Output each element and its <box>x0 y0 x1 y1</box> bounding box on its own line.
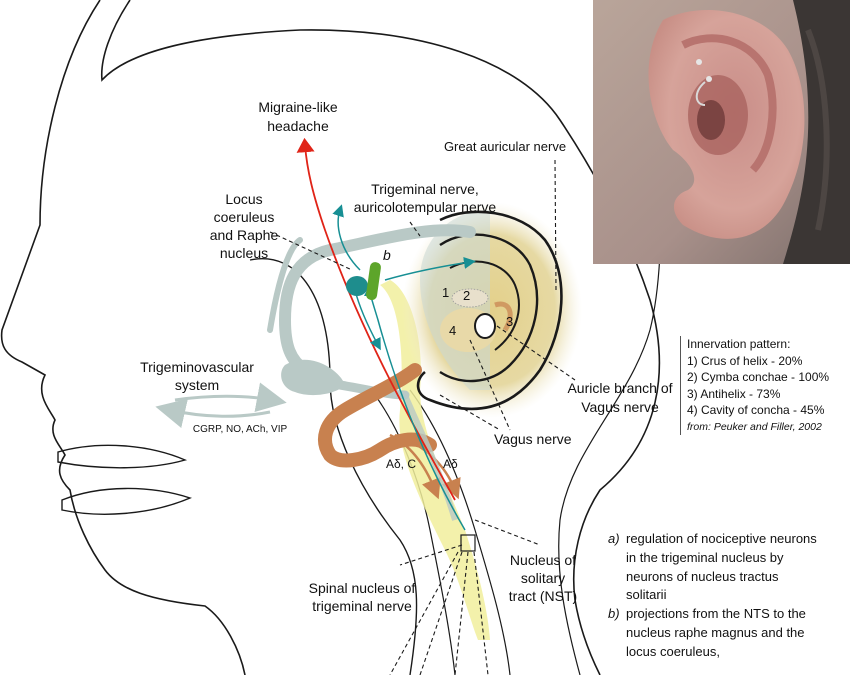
antihelix-region <box>494 301 513 332</box>
note-b-cont: nucleus raphe magnus and the <box>608 624 848 643</box>
brainstem-outline <box>374 394 456 675</box>
ear-photo <box>593 0 850 264</box>
vagus-fiber-arrow-1 <box>389 433 441 500</box>
region-2-label: 2 <box>463 288 470 303</box>
trigeminal-ganglion <box>281 359 345 396</box>
note-a-cont: solitarii <box>608 586 848 605</box>
note-b: b) projections from the NTS to the <box>608 605 848 624</box>
projection-arrow-ear <box>384 256 476 281</box>
migraine-arrow <box>296 137 456 501</box>
legend-item: 4) Cavity of concha - 45% <box>687 403 825 417</box>
note-a-cont: neurons of nucleus tractus <box>608 568 848 587</box>
legend-item: 3) Antihelix - 73% <box>687 386 781 401</box>
trigeminal-label-line1: Trigeminal nerve, <box>371 181 479 197</box>
locus-label-line3: and Raphe <box>210 227 279 243</box>
note-text: neurons of nucleus tractus <box>626 568 779 584</box>
trigeminovascular-label-line1: Trigeminovascular <box>140 359 254 375</box>
raphe-nucleus <box>366 262 381 301</box>
nst-label-line3: tract (NST) <box>509 588 577 604</box>
auricle-branch-label-line1: Auricle branch of <box>567 380 672 396</box>
legend-source: from: Peuker and Filler, 2002 <box>687 420 822 433</box>
ear-canal <box>474 313 496 339</box>
note-text: nucleus raphe magnus and the <box>626 624 805 640</box>
ear-photo-with-piercing-icon <box>593 0 850 264</box>
skull-back-outline <box>100 0 661 675</box>
locus-label-line4: nucleus <box>220 245 268 261</box>
legend-item: 2) Cymba conchae - 100% <box>687 370 830 384</box>
trigeminal-label-line2: auricolotempular nerve <box>354 199 497 215</box>
region-4-label: 4 <box>449 323 456 338</box>
leader-lines <box>269 159 576 675</box>
locus-coeruleus-nucleus <box>346 276 368 296</box>
note-text: locus coeruleus, <box>626 643 720 659</box>
region-3-label: 3 <box>506 314 513 329</box>
note-text: in the trigeminal nucleus by <box>626 549 784 565</box>
upper-lip <box>57 444 188 469</box>
nst-label-line2: solitary <box>521 570 565 586</box>
spinal-nucleus-label-line2: trigeminal nerve <box>312 598 412 614</box>
fiber-adelta-c-label: Aδ, C <box>386 457 416 471</box>
legend-item: 1) Crus of helix - 20% <box>687 353 803 368</box>
spinal-nucleus-label-line1: Spinal nucleus of <box>309 580 416 596</box>
note-text: solitarii <box>626 587 667 603</box>
head-outline <box>0 0 246 675</box>
great-auricular-label: Great auricular nerve <box>444 139 566 154</box>
note-text: regulation of nociceptive neurons <box>626 531 817 546</box>
migraine-label-line2: headache <box>267 118 329 134</box>
ear-helix <box>439 233 539 383</box>
cymba-region <box>451 288 489 308</box>
projection-arrow-loop <box>332 204 361 271</box>
mediators-label: CGRP, NO, ACh, VIP <box>193 424 288 435</box>
locus-label-line1: Locus <box>225 191 262 207</box>
innervation-legend: Innervation pattern: 1) Crus of helix - … <box>680 336 850 435</box>
note-a-cont: in the trigeminal nucleus by <box>608 549 848 568</box>
note-b-cont: locus coeruleus, <box>608 643 848 662</box>
auricle-branch-label-line2: Vagus nerve <box>581 399 659 415</box>
ear-outer <box>416 210 563 411</box>
note-text: projections from the NTS to the <box>626 606 806 622</box>
note-a: a) regulation of nociceptive neurons <box>608 530 848 549</box>
legend-title: Innervation pattern: <box>687 337 791 351</box>
migraine-label-line1: Migraine-like <box>258 99 338 115</box>
lower-lip <box>61 487 192 515</box>
region-1-label: 1 <box>442 285 449 300</box>
nst-label-line1: Nucleus of <box>510 552 576 568</box>
trigeminovascular-arrow-out <box>174 382 287 413</box>
fiber-adelta-label: Aδ <box>443 457 458 471</box>
note-key: a) <box>608 531 620 546</box>
mechanism-notes: a) regulation of nociceptive neurons in … <box>608 530 848 662</box>
brainstem-outline-right <box>409 389 511 675</box>
b-marker: b <box>383 247 391 263</box>
trigeminovascular-label-line2: system <box>175 377 219 393</box>
vagus-label: Vagus nerve <box>494 431 572 447</box>
nst-box <box>460 534 476 552</box>
trigeminovascular-arrow-in <box>155 398 271 428</box>
trigeminal-nerve-path <box>278 224 476 376</box>
jaw-outline <box>249 258 418 675</box>
locus-label-line2: coeruleus <box>214 209 275 225</box>
note-key: b) <box>608 606 620 622</box>
vagus-nerve-path <box>318 363 437 468</box>
